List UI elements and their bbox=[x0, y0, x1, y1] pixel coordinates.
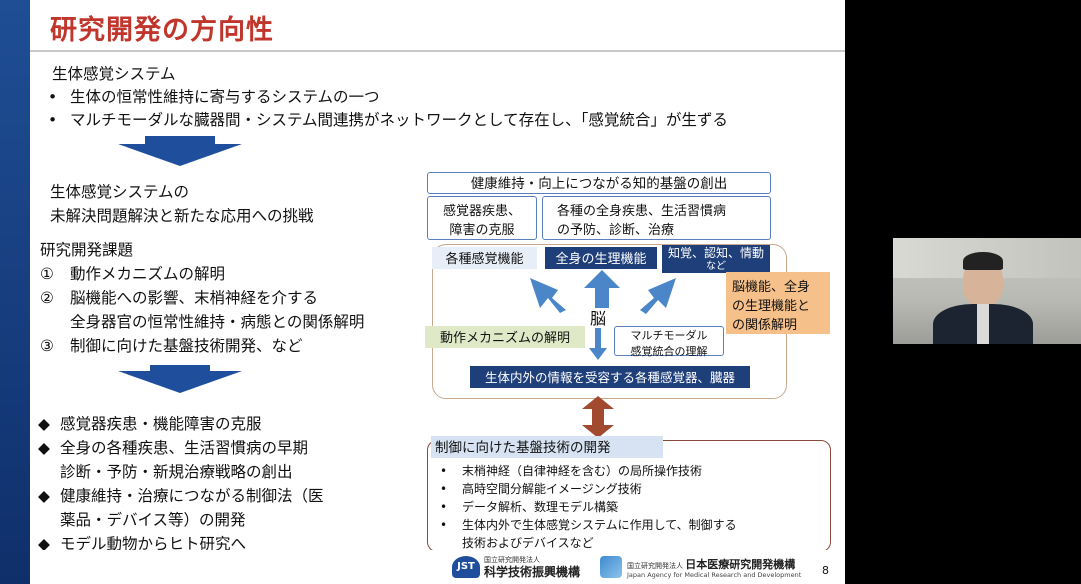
tech-title: 制御に向けた基盤技術の開発 bbox=[431, 436, 663, 458]
jst-logo: JST bbox=[452, 556, 480, 578]
section2-heading: 生体感覚システムの bbox=[50, 183, 190, 201]
title-divider bbox=[30, 50, 845, 52]
down-arrow-icon bbox=[118, 371, 242, 393]
brain-relation-box: 脳機能、全身 の生理機能と の関係解明 bbox=[726, 272, 830, 334]
page-number: 8 bbox=[822, 564, 829, 577]
func-physiology: 全身の生理機能 bbox=[545, 247, 657, 269]
double-arrow-icon bbox=[582, 396, 614, 438]
up-left-arrow-icon bbox=[530, 278, 566, 313]
presentation-slide: 研究開発の方向性 生体感覚システム •生体の恒常性維持に寄与するシステムの一つ … bbox=[0, 0, 845, 584]
amed-header: 国立研究開発法人 日本医療研究開発機構 bbox=[627, 558, 796, 571]
outcome-item: ◆感覚器疾患・機能障害の克服 bbox=[38, 415, 262, 433]
slide-footer bbox=[30, 550, 845, 584]
presenter-shirt bbox=[977, 304, 989, 344]
presenter-hair bbox=[963, 252, 1003, 270]
amed-english: Japan Agency for Medical Research and De… bbox=[627, 571, 802, 579]
section2-heading: 未解決問題解決と新たな応用への挑戦 bbox=[50, 207, 314, 225]
outcome-item: ◆モデル動物からヒト研究へ bbox=[38, 535, 247, 553]
tech-item: •末梢神経（自律神経を含む）の局所操作技術 bbox=[440, 464, 703, 478]
outcome-item: ◆健康維持・治療につながる制御法（医 bbox=[38, 487, 324, 505]
tech-item: •データ解析、数理モデル構築 bbox=[440, 500, 619, 514]
slide-accent-bar bbox=[0, 0, 30, 584]
down-arrow-icon bbox=[145, 136, 215, 144]
jst-name: 科学技術振興機構 bbox=[484, 565, 581, 579]
diagram-box-sensory-disorders: 感覚器疾患、 障害の克服 bbox=[427, 196, 537, 240]
receptors-bar: 生体内外の情報を受容する各種感覚器、臓器 bbox=[470, 366, 750, 388]
tech-item: •高時空間分解能イメージング技術 bbox=[440, 482, 642, 496]
section1-bullet: •生体の恒常性維持に寄与するシステムの一つ bbox=[48, 88, 380, 106]
down-arrow-icon bbox=[118, 144, 242, 166]
slide-title: 研究開発の方向性 bbox=[50, 15, 274, 46]
outcome-item: ◆全身の各種疾患、生活習慣病の早期 bbox=[38, 439, 309, 457]
section1-heading: 生体感覚システム bbox=[52, 65, 176, 83]
up-right-arrow-icon bbox=[640, 278, 676, 314]
func-cognition: 知覚、認知、情動 など bbox=[662, 245, 770, 273]
outcome-item: 診断・予防・新規治療戦略の創出 bbox=[60, 463, 293, 481]
diagram-box-diseases: 各種の全身疾患、生活習慣病 の予防、診断、治療 bbox=[542, 196, 771, 240]
tech-item: •生体内外で生体感覚システムに作用して、制御する bbox=[440, 518, 737, 532]
section1-bullet: •マルチモーダルな臓器間・システム間連携がネットワークとして存在し、「感覚統合」… bbox=[48, 111, 728, 129]
jst-small: 国立研究開発法人 bbox=[484, 556, 540, 564]
outcome-item: 薬品・デバイス等）の開発 bbox=[60, 511, 246, 529]
down-arrow-icon bbox=[150, 365, 210, 371]
brain-arrows bbox=[530, 270, 676, 360]
mechanism-label: 動作メカニズムの解明 bbox=[425, 326, 585, 348]
tech-item: 技術およびデバイスなど bbox=[462, 536, 594, 550]
diagram-top-title: 健康維持・向上につながる知的基盤の創出 bbox=[427, 172, 771, 194]
multimodal-box: マルチモーダル 感覚統合の理解 bbox=[614, 326, 724, 358]
brain-label: 脳 bbox=[590, 309, 607, 328]
down-arrow-icon bbox=[589, 328, 607, 360]
amed-logo-icon bbox=[600, 556, 622, 578]
presenter-video[interactable] bbox=[893, 238, 1081, 344]
up-arrow-icon bbox=[584, 270, 620, 308]
section3-heading: 研究開発課題 bbox=[40, 241, 134, 259]
func-sensory: 各種感覚機能 bbox=[432, 247, 537, 269]
task-item: 全身器官の恒常性維持・病態との関係解明 bbox=[70, 313, 365, 331]
